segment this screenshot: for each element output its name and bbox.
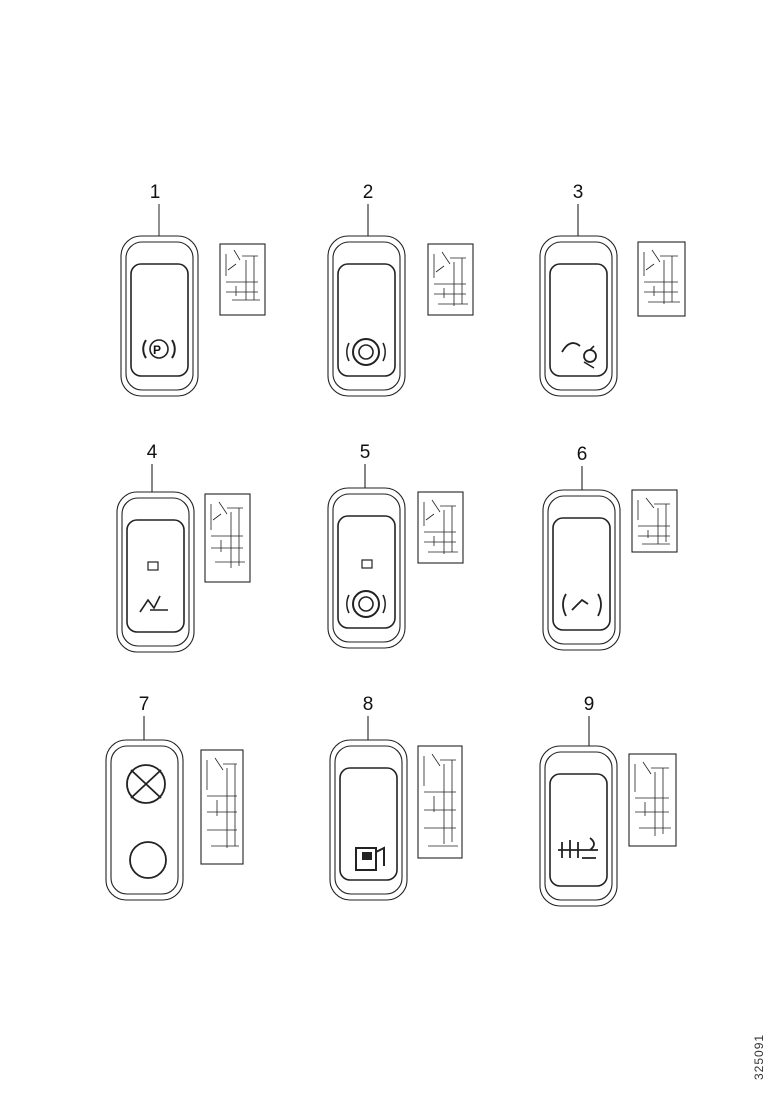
callout-number-5: 5: [359, 442, 371, 463]
brake-circle-icon: [346, 559, 386, 618]
callout-number-9: 9: [583, 694, 595, 715]
callout-number-3: 3: [572, 182, 584, 203]
switch-item-2: [327, 204, 474, 397]
axle-lift-icon: [562, 593, 602, 617]
parking-brake-icon: [346, 338, 386, 366]
switch-wiring-schematic-6: [631, 489, 678, 553]
rocker-switch-9: [539, 745, 618, 907]
document-number: 325091: [752, 1033, 766, 1080]
callout-number-2: 2: [362, 182, 374, 203]
rocker-switch-1: [120, 235, 199, 397]
callout-number-6: 6: [576, 444, 588, 465]
switch-wiring-schematic-4: [204, 493, 251, 583]
switch-item-7: [105, 716, 244, 901]
svg-text:P: P: [153, 343, 161, 357]
rocker-switch-4: [116, 491, 195, 653]
switch-wiring-schematic-8: [417, 745, 463, 859]
switch-wiring-schematic-3: [637, 241, 686, 317]
rocker-switch-6: [542, 489, 621, 651]
switch-item-8: [329, 716, 463, 901]
callout-number-4: 4: [146, 442, 158, 463]
brake-warning-icon: P: [142, 339, 176, 359]
seat-adjust-icon: [139, 561, 168, 613]
rocker-switch-5: [327, 487, 406, 649]
trailer-coupling-icon: [561, 342, 597, 369]
rocker-switch-8: [329, 739, 408, 901]
rocker-switch-3: [539, 235, 618, 397]
switch-wiring-schematic-7: [200, 749, 244, 865]
callout-number-1: 1: [149, 182, 161, 203]
truck-cab-icon: [355, 846, 385, 871]
switch-item-6: [542, 466, 678, 651]
switch-wiring-schematic-1: [219, 243, 266, 316]
switch-item-4: [116, 464, 251, 653]
switch-item-5: [327, 464, 464, 649]
callout-number-8: 8: [362, 694, 374, 715]
hoist-winch-icon: [558, 837, 598, 859]
switch-wiring-schematic-9: [628, 753, 677, 847]
switch-wiring-schematic-2: [427, 243, 474, 316]
switch-wiring-schematic-5: [417, 491, 464, 564]
switch-item-3: [539, 204, 686, 397]
crossed-circle-icon: [126, 764, 167, 879]
switch-item-9: [539, 716, 677, 907]
rocker-switch-2: [327, 235, 406, 397]
switch-item-1: P: [120, 204, 266, 397]
callout-number-7: 7: [138, 694, 150, 715]
rocker-switch-7: [105, 739, 184, 901]
